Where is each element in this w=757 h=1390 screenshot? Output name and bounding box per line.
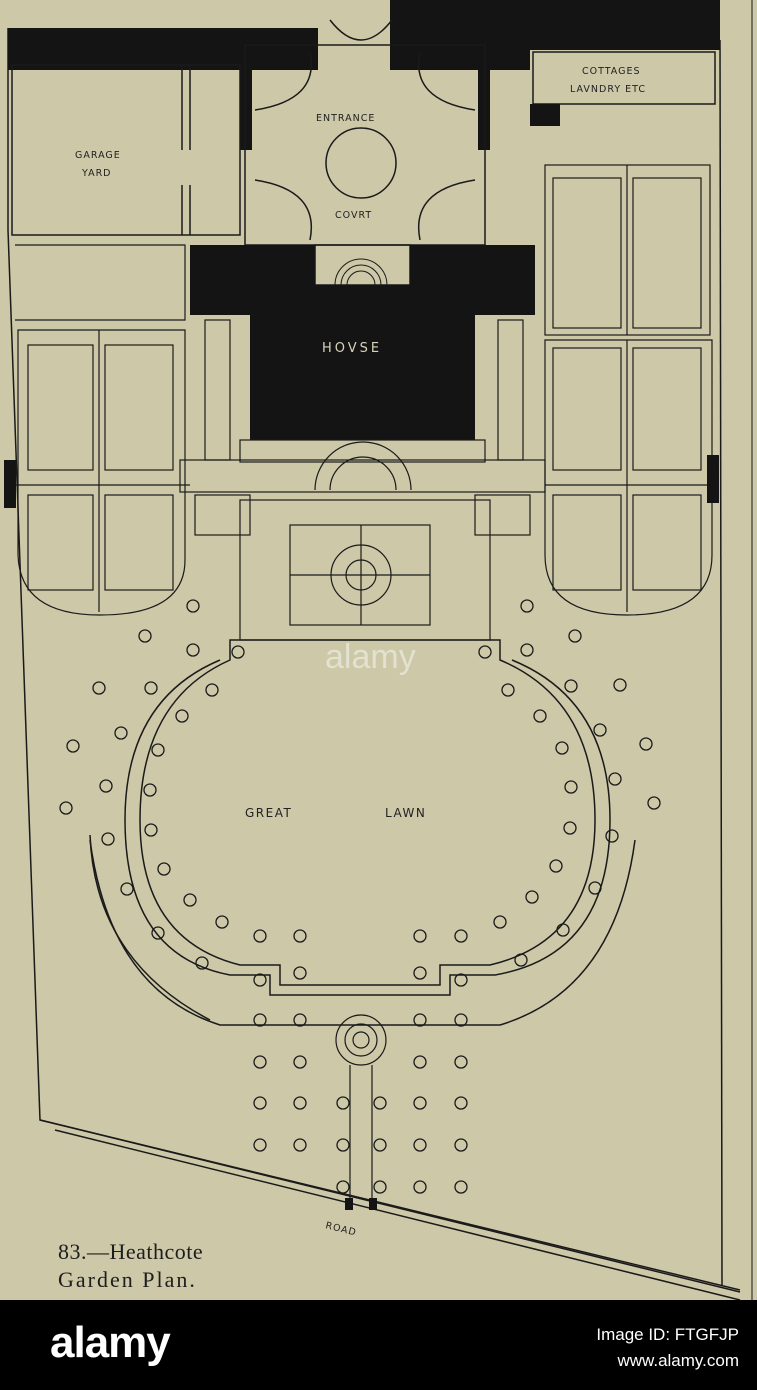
- lawn-label: LAWN: [385, 806, 426, 820]
- alamy-logo[interactable]: alamy: [50, 1318, 171, 1367]
- west-boundary-line: [7, 28, 741, 1291]
- tree-circles: [59, 599, 661, 1194]
- west-garden: [12, 244, 190, 616]
- road-label: ROAD: [324, 1220, 357, 1238]
- east-garden: [544, 164, 713, 616]
- road-line-upper: [39, 1119, 741, 1293]
- boundary-walls: [8, 0, 720, 150]
- cottages-label: COTTAGES: [582, 66, 641, 77]
- watermark-text: alamy: [325, 638, 416, 676]
- great-label: GREAT: [245, 806, 292, 820]
- fountain-avenue: [335, 1014, 387, 1205]
- road-line-lower: [54, 1129, 741, 1300]
- caption-line-2: Garden Plan.: [58, 1267, 197, 1292]
- house-block: [190, 245, 535, 440]
- garage-label: GARAGE: [75, 150, 121, 161]
- cottages-building: [532, 51, 716, 105]
- caption-line-1: 83.—Heathcote: [58, 1239, 204, 1264]
- garden-plan-illustration: GARAGE YARD ENTRANCE COVRT COTTAGES LAVN…: [4, 0, 753, 1300]
- parterre: [239, 499, 491, 641]
- image-info: Image ID: FTGFJP www.alamy.com: [596, 1322, 739, 1374]
- east-boundary-line: [719, 39, 723, 1286]
- image-id: Image ID: FTGFJP: [596, 1325, 739, 1344]
- site-url[interactable]: www.alamy.com: [617, 1351, 739, 1370]
- garage-yard: [11, 64, 241, 236]
- great-lawn: [89, 639, 636, 1026]
- footer-bar: [0, 1300, 757, 1390]
- entrance-label: ENTRANCE: [316, 113, 375, 124]
- laundry-label: LAVNDRY ETC: [570, 84, 646, 95]
- house-label: HOVSE: [322, 341, 382, 356]
- yard-label: YARD: [81, 168, 111, 179]
- court-label: COVRT: [335, 210, 372, 221]
- figure-caption: 83.—Heathcote Garden Plan.: [58, 1238, 203, 1294]
